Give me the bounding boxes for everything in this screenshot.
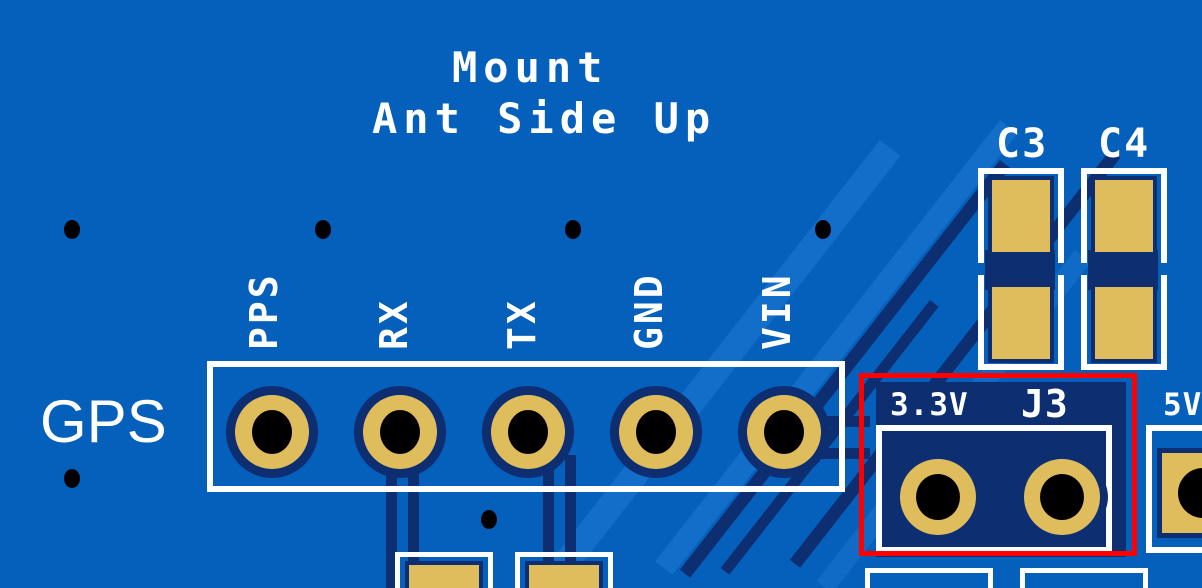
- j3-label-3v3: 3.3V: [890, 387, 969, 423]
- gps-connector-designator: GPS: [40, 388, 167, 455]
- component-designator-c4: C4: [1098, 121, 1151, 167]
- c4-silkscreen-bottom: [1081, 275, 1167, 370]
- c3-pad-1: [988, 176, 1054, 256]
- gps-pin-label-pps: PPS: [242, 272, 286, 350]
- gps-pad-rx: [354, 386, 446, 478]
- c3-silkscreen-bottom: [978, 275, 1064, 370]
- c4-silkscreen-top: [1081, 168, 1167, 263]
- j3-connector-outline: [876, 425, 1112, 553]
- drill-mark-5: [64, 469, 80, 488]
- bottom-footprint-outline-right: [515, 552, 613, 588]
- drill-mark-4: [815, 220, 831, 239]
- j3-label-5v: 5V: [1163, 387, 1202, 423]
- j3-pad-3v3: [892, 457, 984, 537]
- c4-pad-1: [1091, 176, 1157, 256]
- gps-trace-tx-down: [543, 440, 554, 588]
- bottom-pad-left: [405, 561, 483, 588]
- drill-mark-1: [64, 220, 80, 239]
- gps-trace-rx-down-2: [408, 440, 419, 588]
- gps-pin-label-rx: RX: [372, 298, 416, 350]
- j3-highlight-box: [859, 373, 1137, 556]
- c3-silkscreen-top: [978, 168, 1064, 263]
- j3-designator: J3: [1021, 382, 1069, 426]
- gps-trace-rx-down: [386, 455, 397, 588]
- gps-pad-vin: [738, 386, 830, 478]
- gps-trace-vin-right-2: [800, 448, 870, 459]
- bottom-footprint-outline-left: [395, 552, 493, 588]
- c3-pad-2: [988, 283, 1054, 363]
- drill-mark-6: [481, 510, 497, 529]
- gps-connector-outline: [207, 361, 845, 492]
- drill-mark-3: [565, 220, 581, 239]
- component-designator-c3: C3: [996, 121, 1049, 167]
- bottom-right-footprint-outline-right: [1020, 568, 1148, 588]
- gps-pad-tx: [482, 386, 574, 478]
- gps-pad-gnd: [610, 386, 702, 478]
- gps-pad-pps: [226, 386, 318, 478]
- j3-pad-j3: [1016, 457, 1108, 537]
- c4-pad-2: [1091, 283, 1157, 363]
- gps-pin-label-tx: TX: [500, 298, 544, 350]
- gps-trace-vin-right-1: [800, 416, 870, 427]
- note-line-1: Mount: [452, 43, 609, 92]
- drill-mark-2: [315, 220, 331, 239]
- bottom-right-footprint-outline-left: [865, 568, 993, 588]
- gps-trace-tx-down-2: [565, 455, 576, 588]
- gps-pin-label-gnd: GND: [627, 272, 671, 350]
- bottom-pad-right: [525, 561, 603, 588]
- note-line-2: Ant Side Up: [372, 94, 717, 143]
- gps-pin-label-vin: VIN: [755, 272, 799, 350]
- pad-5v-square: [1157, 448, 1202, 538]
- pad-5v-outline: [1146, 425, 1202, 553]
